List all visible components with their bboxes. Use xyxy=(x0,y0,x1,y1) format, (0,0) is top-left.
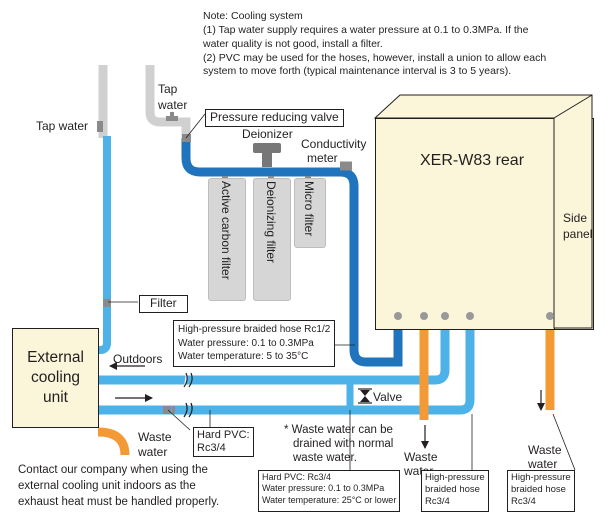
micro-filter xyxy=(294,178,326,248)
tap-valve-left xyxy=(97,121,103,132)
note-line-3: (2) PVC may be used for the hoses, howev… xyxy=(203,51,547,64)
supply-pipe-left xyxy=(98,136,111,354)
side-panel-label: Side panel xyxy=(563,211,593,242)
conductivity-meter-label: Conductivity meter xyxy=(301,137,367,165)
deionizer-label: Deionizer xyxy=(242,127,293,141)
cooling-note: Note: Cooling system (1) Tap water suppl… xyxy=(203,10,603,79)
waste-water-left-label: Waste water xyxy=(138,430,172,459)
note-line-4: system to move forth (typical maintenanc… xyxy=(203,65,512,78)
filter-label: Filter xyxy=(139,295,188,313)
pressure-reducing-valve-label: Pressure reducing valve xyxy=(205,109,344,127)
outdoor-supply-pipe xyxy=(98,320,450,385)
external-cooling-unit: External cooling unit xyxy=(12,328,99,428)
note-line-1: (1) Tap water supply requires a water pr… xyxy=(203,23,529,36)
hard-pvc-spec-box: Hard PVC: Rc3/4 Water pressure: 0.1 to 0… xyxy=(258,470,401,512)
deionizing-filter-label: Deionizing filter xyxy=(264,181,278,264)
hose-spec-mid-box: High-pressure braided hose Rc3/4 xyxy=(421,470,489,512)
note-title: Note: Cooling system xyxy=(203,10,303,22)
active-carbon-filter-label: Active carbon filter xyxy=(219,181,233,280)
deionizer-head xyxy=(253,143,281,153)
machine-name: XER-W83 rear xyxy=(420,152,525,169)
cabinet-front xyxy=(375,118,555,328)
waste-water-note: * Waste water can be drained with normal… xyxy=(284,424,394,464)
xer-w83-cabinet xyxy=(375,118,557,330)
tap-water-top-label: Tap water xyxy=(158,82,188,112)
note-line-2: water quality is not good, install a fil… xyxy=(203,37,383,50)
valve-label: Valve xyxy=(373,390,403,404)
tap-water-left-label: Tap water xyxy=(36,119,89,133)
filter-marker-left xyxy=(103,299,111,307)
filter-marker-bottom-2 xyxy=(172,406,175,414)
tap-valve-stem xyxy=(170,112,174,118)
micro-filter-label: Micro filter xyxy=(302,181,316,237)
active-carbon-filter xyxy=(208,178,246,301)
outdoors-label: Outdoors xyxy=(113,352,163,366)
deionizer-stem xyxy=(262,153,272,167)
outdoor-return-pipe xyxy=(98,320,475,415)
waste-water-right-label: Waste water xyxy=(528,443,562,472)
waste-pipe-left xyxy=(97,427,130,456)
hose-spec-right-box: High-pressure braided hose Rc3/4 xyxy=(507,470,575,512)
deionizer-pipe xyxy=(181,138,403,367)
deionizing-filter xyxy=(253,178,291,301)
valve-symbol xyxy=(360,390,370,402)
filter-marker-bottom xyxy=(163,406,171,414)
hard-pvc-label: Hard PVC: Rc3/4 xyxy=(193,427,254,458)
tap-valve-top xyxy=(166,116,178,121)
tap-pipe-top xyxy=(145,65,191,140)
contact-note: Contact our company when using the exter… xyxy=(18,464,220,508)
hose-rc12-box: High-pressure braided hose Rc1/2 Water p… xyxy=(173,320,336,367)
